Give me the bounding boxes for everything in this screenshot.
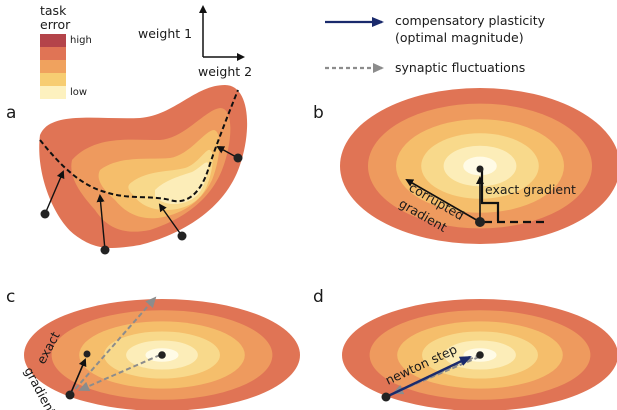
minimum-point xyxy=(476,165,484,173)
minimum-point xyxy=(158,351,166,359)
fluctuation-arrow xyxy=(69,296,157,396)
legend-title-line2: error xyxy=(40,17,71,32)
panel-d-landscape: newton step xyxy=(342,299,617,410)
weight-point xyxy=(475,217,485,227)
legend-band-4 xyxy=(40,73,66,86)
legend-band-3 xyxy=(40,60,66,73)
panel-b-landscape: exact gradient corrupted gradient xyxy=(340,88,617,244)
minimum-point xyxy=(476,351,484,359)
exact-gradient-label: exact gradient xyxy=(485,182,576,197)
legend-low-label: low xyxy=(70,87,87,98)
restoring-arrow xyxy=(44,170,65,215)
panel-a-landscape xyxy=(39,85,248,255)
weight-point xyxy=(100,245,110,255)
right-angle-marker xyxy=(480,168,500,221)
task-error-legend: task error high low xyxy=(40,3,92,99)
newton-step-arrow xyxy=(385,355,472,399)
panel-label-b: b xyxy=(313,103,324,123)
panel-label-d: d xyxy=(313,287,324,307)
weight-point xyxy=(381,392,391,402)
panel-label-c: c xyxy=(6,287,15,307)
perturbed-weights xyxy=(40,146,243,255)
gradient-target-point xyxy=(83,350,91,358)
legend-band-1 xyxy=(40,34,66,47)
exact-gradient-arrow xyxy=(69,358,87,396)
weight-point xyxy=(65,390,75,400)
panel-label-a: a xyxy=(6,103,16,123)
weight-point xyxy=(40,209,50,219)
weight-point xyxy=(177,231,187,241)
restoring-arrow xyxy=(96,194,106,251)
minimum-valley-curve xyxy=(39,89,239,203)
weight-axes: weight 1 weight 2 xyxy=(138,5,252,79)
fluctuation-arrow xyxy=(78,354,161,391)
arrow-legend: compensatory plasticity (optimal magnitu… xyxy=(325,13,546,75)
corrupted-gradient-arrow xyxy=(405,179,481,223)
weight2-label: weight 2 xyxy=(198,64,252,79)
panel-c-landscape: exact gradient xyxy=(21,296,300,410)
weight1-label: weight 1 xyxy=(138,26,192,41)
weight-point xyxy=(233,153,243,163)
restoring-arrow xyxy=(158,203,183,237)
legend-band-2 xyxy=(40,47,66,60)
legend-title-line1: task xyxy=(40,3,67,18)
legend-high-label: high xyxy=(70,35,92,46)
compensatory-plasticity-label: compensatory plasticity xyxy=(395,13,546,28)
synaptic-fluctuations-label: synaptic fluctuations xyxy=(395,60,525,75)
legend-band-5 xyxy=(40,86,66,99)
optimal-magnitude-label: (optimal magnitude) xyxy=(395,30,524,45)
